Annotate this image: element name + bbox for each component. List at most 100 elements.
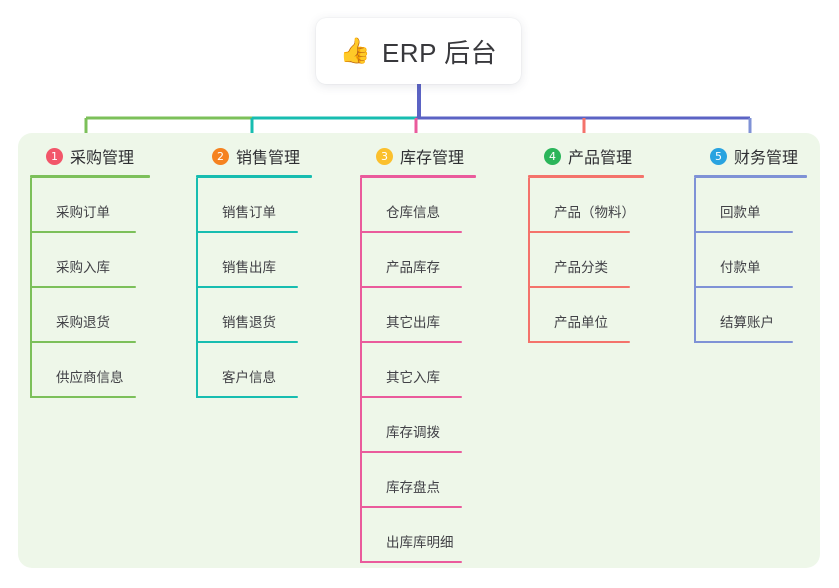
column-rule-1 — [30, 175, 150, 178]
leaf-item-rule — [30, 396, 136, 398]
root-node-label: ERP 后台 — [381, 37, 498, 68]
leaf-spine-2 — [196, 178, 198, 398]
leaf-item-rule — [30, 286, 136, 288]
leaf-item[interactable]: 销售出库 — [196, 233, 312, 288]
leaf-item-label: 结算账户 — [720, 315, 774, 330]
leaf-item-rule — [360, 451, 462, 453]
leaf-item[interactable]: 其它入库 — [360, 343, 476, 398]
leaf-item-rule — [196, 231, 298, 233]
leaf-item[interactable]: 库存调拨 — [360, 398, 476, 453]
leaf-list-1: 采购订单采购入库采购退货供应商信息 — [30, 178, 150, 398]
leaf-item-rule — [196, 341, 298, 343]
leaf-item-label: 客户信息 — [222, 370, 276, 385]
leaf-spine-4 — [528, 178, 530, 343]
leaf-item[interactable]: 产品（物料） — [528, 178, 644, 233]
root-node-erp-backend[interactable]: 👍 ERP 后台 — [316, 18, 521, 84]
leaf-item-rule — [360, 231, 462, 233]
leaf-item[interactable]: 产品单位 — [528, 288, 644, 343]
leaf-item-label: 采购入库 — [56, 260, 110, 275]
column-title-2: 销售管理 — [236, 150, 301, 167]
leaf-item-rule — [360, 396, 462, 398]
leaf-item-label: 产品库存 — [386, 260, 440, 275]
column-rule-2 — [196, 175, 312, 178]
leaf-item[interactable]: 结算账户 — [694, 288, 807, 343]
leaf-item[interactable]: 付款单 — [694, 233, 807, 288]
leaf-item[interactable]: 仓库信息 — [360, 178, 476, 233]
leaf-item-rule — [528, 286, 630, 288]
column-4: 4 产品管理产品（物料） 产品分类产品单位 — [528, 143, 644, 343]
columns-panel — [18, 133, 820, 568]
leaf-item-rule — [528, 231, 630, 233]
leaf-spine-5 — [694, 178, 696, 343]
column-badge-4: 4 — [544, 147, 561, 165]
leaf-item-rule — [360, 506, 462, 508]
leaf-item-label: 采购退货 — [56, 315, 110, 330]
thumbs-up-icon: 👍 — [339, 36, 371, 65]
leaf-item-label: 其它出库 — [386, 315, 440, 330]
leaf-spine-1 — [30, 178, 32, 398]
leaf-item[interactable]: 销售订单 — [196, 178, 312, 233]
leaf-item-rule — [30, 341, 136, 343]
leaf-item-rule — [360, 561, 462, 563]
leaf-item-label: 仓库信息 — [386, 205, 440, 220]
leaf-item[interactable]: 库存盘点 — [360, 453, 476, 508]
leaf-item-label: 销售出库 — [222, 260, 276, 275]
leaf-item[interactable]: 出库库明细 — [360, 508, 476, 563]
leaf-list-2: 销售订单销售出库销售退货客户信息 — [196, 178, 312, 398]
leaf-item-rule — [30, 231, 136, 233]
column-header-4[interactable]: 4 产品管理 — [528, 143, 644, 169]
leaf-item[interactable]: 采购退货 — [30, 288, 150, 343]
leaf-item-label: 库存调拨 — [386, 425, 440, 440]
leaf-item-label: 销售订单 — [222, 205, 276, 220]
column-header-5[interactable]: 5 财务管理 — [694, 143, 807, 169]
leaf-list-3: 仓库信息产品库存其它出库其它入库库存调拨库存盘点出库库明细 — [360, 178, 476, 563]
column-5: 5 财务管理回款单付款单结算账户 — [694, 143, 807, 343]
column-2: 2 销售管理销售订单销售出库销售退货客户信息 — [196, 143, 312, 398]
leaf-item-label: 供应商信息 — [56, 370, 124, 385]
column-title-4: 产品管理 — [568, 150, 633, 167]
leaf-item-label: 库存盘点 — [386, 480, 440, 495]
leaf-item[interactable]: 产品分类 — [528, 233, 644, 288]
leaf-item[interactable]: 销售退货 — [196, 288, 312, 343]
leaf-item-label: 回款单 — [720, 205, 761, 220]
column-badge-5: 5 — [710, 147, 727, 165]
leaf-item-rule — [196, 286, 298, 288]
column-badge-2: 2 — [212, 147, 229, 165]
leaf-item-label: 销售退货 — [222, 315, 276, 330]
leaf-item-label: 其它入库 — [386, 370, 440, 385]
leaf-item[interactable]: 其它出库 — [360, 288, 476, 343]
leaf-item-rule — [694, 286, 793, 288]
leaf-item-label: 产品单位 — [554, 315, 608, 330]
leaf-item-label: 付款单 — [720, 260, 761, 275]
leaf-item[interactable]: 供应商信息 — [30, 343, 150, 398]
leaf-item-label: 产品分类 — [554, 260, 608, 275]
leaf-item-rule — [360, 341, 462, 343]
column-rule-5 — [694, 175, 807, 178]
leaf-item-rule — [360, 286, 462, 288]
leaf-spine-3 — [360, 178, 362, 563]
leaf-item-label: 出库库明细 — [386, 535, 454, 550]
column-title-3: 库存管理 — [400, 150, 465, 167]
leaf-item-label: 产品（物料） — [554, 205, 635, 220]
column-title-5: 财务管理 — [734, 150, 799, 167]
column-header-3[interactable]: 3 库存管理 — [360, 143, 476, 169]
leaf-item[interactable]: 产品库存 — [360, 233, 476, 288]
column-3: 3 库存管理仓库信息产品库存其它出库其它入库库存调拨库存盘点出库库明细 — [360, 143, 476, 563]
leaf-item-rule — [528, 341, 630, 343]
column-badge-3: 3 — [376, 147, 393, 165]
leaf-item[interactable]: 客户信息 — [196, 343, 312, 398]
column-title-1: 采购管理 — [70, 150, 135, 167]
leaf-item-rule — [196, 396, 298, 398]
column-rule-4 — [528, 175, 644, 178]
leaf-item[interactable]: 回款单 — [694, 178, 807, 233]
leaf-item[interactable]: 采购入库 — [30, 233, 150, 288]
leaf-item-rule — [694, 341, 793, 343]
column-rule-3 — [360, 175, 476, 178]
column-header-2[interactable]: 2 销售管理 — [196, 143, 312, 169]
leaf-list-4: 产品（物料） 产品分类产品单位 — [528, 178, 644, 343]
leaf-item-rule — [694, 231, 793, 233]
leaf-item[interactable]: 采购订单 — [30, 178, 150, 233]
